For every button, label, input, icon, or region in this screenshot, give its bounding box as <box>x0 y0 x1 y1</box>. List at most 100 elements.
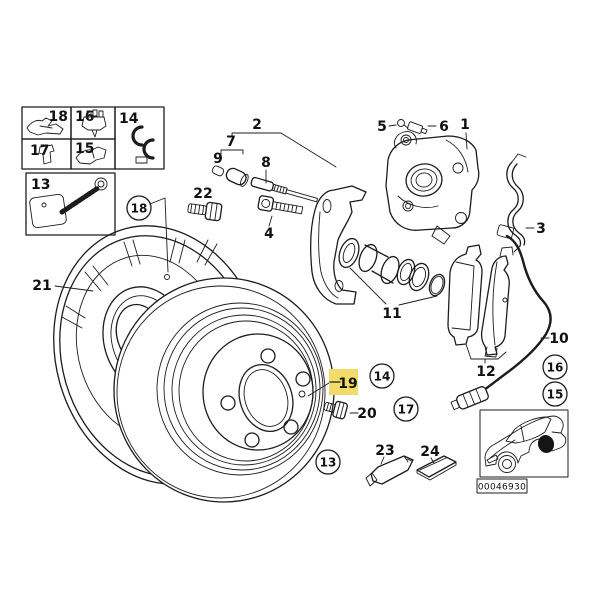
bracket-11 <box>349 267 438 306</box>
callout-3[interactable]: 3 <box>525 221 546 237</box>
car-rear-wheel-highlighted <box>537 435 555 453</box>
clip-part-18-sketch <box>26 117 64 136</box>
callout-12[interactable]: 12 <box>465 343 507 380</box>
callout-9-text: 9 <box>213 151 223 167</box>
grid-label-13[interactable]: 13 <box>31 177 50 193</box>
callout-7[interactable]: 7 <box>220 134 244 155</box>
cap-9-sketch <box>211 165 225 177</box>
leader-19 <box>307 382 330 397</box>
brake-pads-drawing <box>447 244 514 358</box>
callout-3-text: 3 <box>536 221 546 237</box>
callout-10-text: 10 <box>549 331 569 347</box>
grid-label-18[interactable]: 18 <box>49 109 68 125</box>
circled-callout-15[interactable]: 15 <box>542 381 568 407</box>
circled-callout-14[interactable]: 14 <box>369 363 395 389</box>
callout-23[interactable]: 23 <box>375 443 395 465</box>
circled-14-text: 14 <box>374 370 391 384</box>
caliper-carrier-drawing <box>310 185 367 305</box>
callout-23-text: 23 <box>375 443 394 459</box>
wheel-bolt-hole <box>244 432 260 448</box>
callout-22[interactable]: 22 <box>193 186 212 202</box>
callout-20-text: 20 <box>357 406 377 422</box>
callout-4-text: 4 <box>264 226 274 242</box>
callout-6-text: 6 <box>439 119 449 135</box>
clip-part-17-sketch <box>38 144 55 165</box>
highlighted-callout-19[interactable]: 19 <box>307 369 358 397</box>
guide-pin-8-sketch <box>250 176 318 203</box>
callout-11-text: 11 <box>382 306 401 322</box>
bolt-22-sketch <box>187 201 223 222</box>
leader-23 <box>380 456 385 465</box>
callout-1[interactable]: 1 <box>460 117 470 150</box>
callout-20[interactable]: 20 <box>349 406 377 422</box>
grid-cell-14 <box>114 106 165 170</box>
image-code-text: 00046930 <box>478 483 526 493</box>
grid-label-15[interactable]: 15 <box>75 141 94 157</box>
callout-9[interactable]: 9 <box>213 151 223 167</box>
bleeder-valve-sketch <box>397 119 428 135</box>
bolt-4-sketch <box>257 195 304 215</box>
bracket-2 <box>231 132 337 168</box>
circled-callout-18[interactable]: 18 <box>126 195 169 273</box>
retaining-spring-drawing <box>506 153 527 253</box>
bracket-7 <box>220 149 244 155</box>
callout-21-text: 21 <box>32 278 51 294</box>
circled-16-text: 16 <box>547 361 564 375</box>
circled-callout-17[interactable]: 17 <box>393 396 419 422</box>
callout-8-text: 8 <box>261 155 271 171</box>
set-screw-hole <box>298 390 306 398</box>
callout-21[interactable]: 21 <box>32 278 94 294</box>
leader-18 <box>149 197 169 273</box>
callout-11[interactable]: 11 <box>349 267 438 322</box>
brake-disc-drawing <box>113 277 335 503</box>
callout-1-text: 1 <box>460 117 470 133</box>
car-greenhouse <box>505 416 552 444</box>
callout-24[interactable]: 24 <box>420 444 440 464</box>
wear-sensor-drawing <box>450 224 552 411</box>
caliper-drawing <box>385 131 480 245</box>
wheel-bolt-hole <box>295 371 311 387</box>
callout-2[interactable]: 2 <box>231 117 337 168</box>
leader-24 <box>430 457 435 464</box>
car-body <box>484 415 567 467</box>
grid-cell-15 <box>70 138 116 170</box>
guide-pin-group <box>211 165 318 215</box>
callout-2-text: 2 <box>252 117 262 133</box>
leader-1 <box>465 132 468 150</box>
callout-5[interactable]: 5 <box>377 119 397 135</box>
wheel-bolt-hole <box>283 419 299 435</box>
callout-6[interactable]: 6 <box>427 119 449 135</box>
callout-10[interactable]: 10 <box>540 331 569 347</box>
grid-cell-13 <box>25 172 116 236</box>
leader-21 <box>54 285 94 292</box>
circled-callout-13[interactable]: 13 <box>315 449 341 475</box>
wheel-bolt-hole <box>220 395 236 411</box>
callout-12-text: 12 <box>476 364 495 380</box>
dash-5 <box>388 124 397 127</box>
callout-24-text: 24 <box>420 444 440 460</box>
clip-part-15-sketch <box>75 146 107 165</box>
parts-grid: 18 16 14 17 15 13 <box>21 106 165 236</box>
circled-callout-16[interactable]: 16 <box>542 354 568 380</box>
grease-tube-drawing <box>365 455 414 487</box>
circled-13-text: 13 <box>320 456 337 470</box>
callout-4[interactable]: 4 <box>264 215 274 242</box>
wheel-bolt-hole <box>260 348 276 364</box>
callout-5-text: 5 <box>377 119 387 135</box>
piston-kit-drawing <box>338 237 446 297</box>
bushing-7-sketch <box>225 167 249 187</box>
callout-7-text: 7 <box>226 134 236 150</box>
grid-label-14[interactable]: 14 <box>119 111 139 127</box>
circled-18-text: 18 <box>131 202 148 216</box>
callout-19-text: 19 <box>338 376 357 392</box>
sachet-drawing <box>416 455 457 481</box>
circled-15-text: 15 <box>547 388 564 402</box>
leader-4 <box>268 215 273 227</box>
image-code-box: 00046930 <box>476 478 528 494</box>
cable-part-13-sketch <box>29 177 108 229</box>
car-front-wheel <box>498 455 516 473</box>
callout-8[interactable]: 8 <box>261 155 271 184</box>
circled-17-text: 17 <box>398 403 415 417</box>
